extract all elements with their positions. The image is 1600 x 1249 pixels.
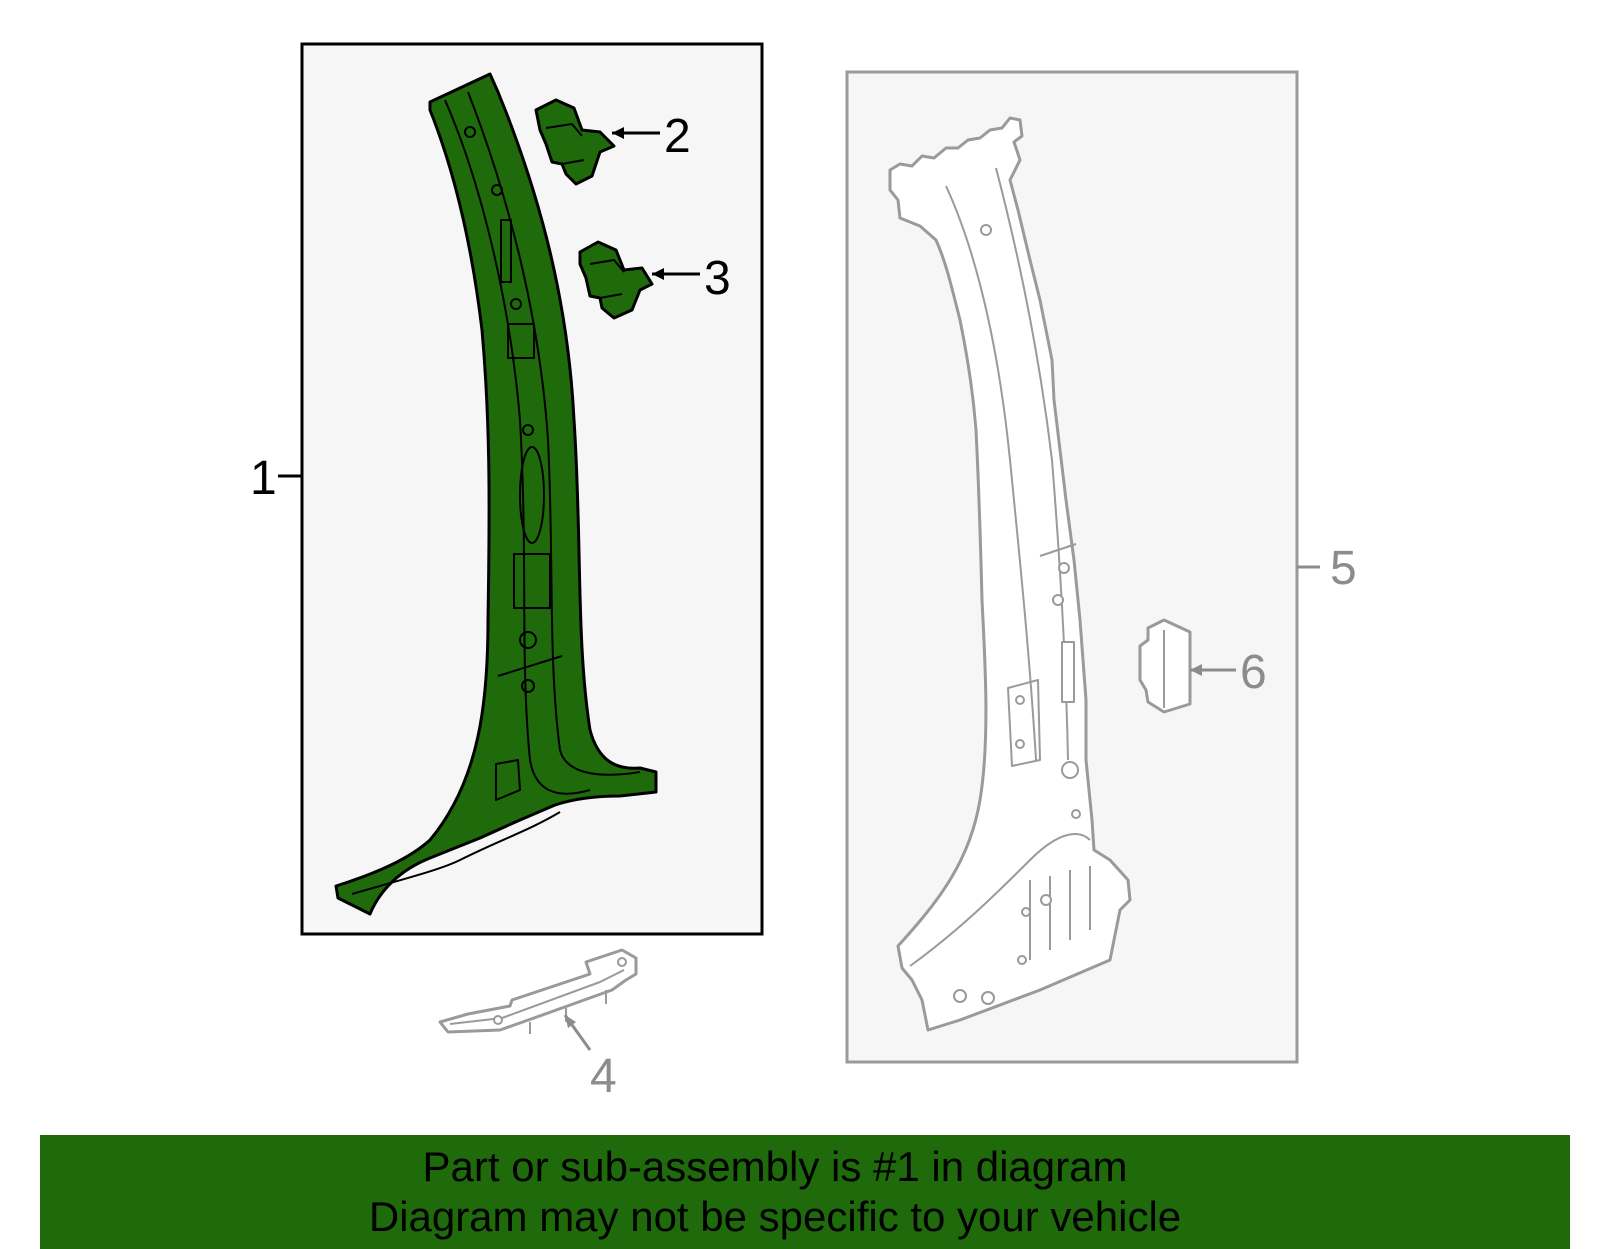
part-3-bracket[interactable] <box>578 240 654 320</box>
callout-1: 1 <box>250 452 277 505</box>
callout-5: 5 <box>1330 542 1357 595</box>
part-2-bracket[interactable] <box>534 98 616 186</box>
banner-line-1: Part or sub-assembly is #1 in diagram <box>422 1143 1128 1190</box>
banner-line-2: Diagram may not be specific to your vehi… <box>368 1193 1182 1240</box>
part-5-outer-pillar[interactable] <box>888 116 1132 1032</box>
callout-2: 2 <box>664 110 691 163</box>
info-banner: Part or sub-assembly is #1 in diagram Di… <box>40 1135 1570 1249</box>
callout-4: 4 <box>590 1050 617 1103</box>
part-1-pillar[interactable] <box>334 72 658 916</box>
callout-3: 3 <box>704 252 731 305</box>
part-4-rail[interactable] <box>438 948 638 1034</box>
callout-leaders <box>278 127 1320 1051</box>
part-6-block[interactable] <box>1138 618 1192 714</box>
callout-6: 6 <box>1240 646 1267 699</box>
